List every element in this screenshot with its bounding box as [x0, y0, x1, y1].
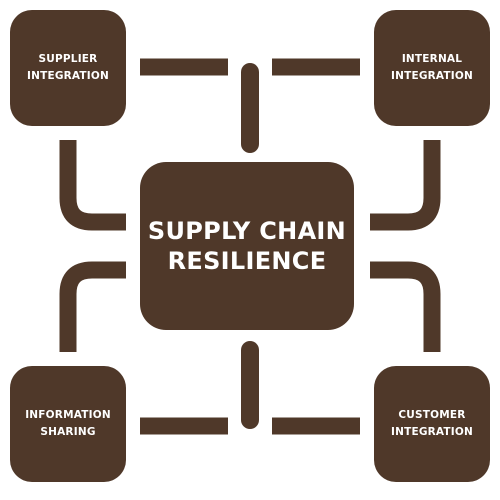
- node-label: CUSTOMER INTEGRATION: [384, 407, 480, 441]
- bottom-left-elbow-connector: [59, 261, 126, 352]
- node-label: INTERNAL INTEGRATION: [384, 51, 480, 85]
- center-label-line2: RESILIENCE: [167, 247, 327, 275]
- node-label-line2: INTEGRATION: [390, 70, 474, 82]
- node-label: SUPPLIER INTEGRATION: [20, 51, 116, 85]
- node-label-line1: CUSTOMER: [398, 409, 466, 421]
- top-right-elbow-connector: [370, 140, 441, 231]
- node-label-line2: INTEGRATION: [26, 70, 110, 82]
- node-label: INFORMATION SHARING: [20, 407, 116, 441]
- node-label-line2: INTEGRATION: [390, 426, 474, 438]
- supplier-integration-node: SUPPLIER INTEGRATION: [10, 10, 126, 126]
- node-label-line1: SUPPLIER: [38, 53, 98, 65]
- bottom-right-elbow-connector: [370, 261, 441, 352]
- internal-integration-node: INTERNAL INTEGRATION: [374, 10, 490, 126]
- node-label-line2: SHARING: [40, 426, 96, 438]
- customer-integration-node: CUSTOMER INTEGRATION: [374, 366, 490, 482]
- node-label-line1: INFORMATION: [25, 409, 111, 421]
- node-label-line1: INTERNAL: [401, 53, 463, 65]
- center-label-line1: SUPPLY CHAIN: [147, 217, 347, 245]
- supply-chain-resilience-center-node: SUPPLY CHAIN RESILIENCE: [140, 162, 354, 330]
- center-label: SUPPLY CHAIN RESILIENCE: [147, 216, 347, 276]
- top-left-elbow-connector: [59, 140, 126, 231]
- information-sharing-node: INFORMATION SHARING: [10, 366, 126, 482]
